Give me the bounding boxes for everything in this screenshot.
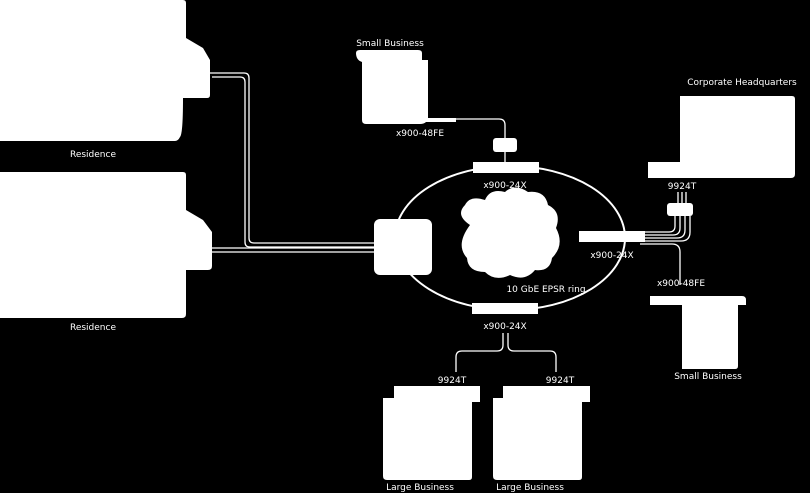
corp-links bbox=[677, 192, 687, 204]
aggregation-switch bbox=[374, 219, 432, 275]
cloud-icon bbox=[461, 187, 560, 278]
corporate-hq-label: Corporate Headquarters bbox=[687, 78, 797, 88]
large-business-left-label: Large Business bbox=[386, 483, 454, 493]
top-switch bbox=[473, 162, 539, 173]
large-business-right-label: Large Business bbox=[496, 483, 564, 493]
bottom-links bbox=[455, 333, 557, 372]
right-switch-links bbox=[640, 216, 691, 242]
residence-bottom-building bbox=[0, 172, 212, 318]
top-connector bbox=[493, 138, 517, 152]
residence-links bbox=[210, 72, 375, 253]
large-business-right-building bbox=[493, 386, 590, 480]
bottom-switch bbox=[472, 303, 538, 314]
residence-top-building bbox=[0, 0, 210, 141]
top-switch-label: x900-24X bbox=[483, 181, 526, 191]
residence-top-label: Residence bbox=[70, 150, 116, 160]
small-business-right-building bbox=[650, 296, 746, 369]
bottom-switch-label: x900-24X bbox=[483, 322, 526, 332]
t9924-corp-label: 9924T bbox=[668, 182, 697, 192]
right-switch-label: x900-24X bbox=[590, 251, 633, 261]
t9924-right-label: 9924T bbox=[546, 376, 575, 386]
t9924-left-label: 9924T bbox=[438, 376, 467, 386]
corporate-hq-building bbox=[648, 96, 795, 178]
small-business-top-label: Small Business bbox=[356, 39, 424, 49]
large-business-left-building bbox=[383, 386, 480, 480]
ring-label: 10 GbE EPSR ring bbox=[506, 285, 585, 295]
x900-48fe-top-label: x900-48FE bbox=[396, 129, 444, 139]
corp-connector bbox=[667, 203, 693, 216]
residence-bottom-label: Residence bbox=[70, 323, 116, 333]
small-business-right-label: Small Business bbox=[674, 372, 742, 382]
x900-48fe-right-label: x900-48FE bbox=[657, 279, 705, 289]
small-business-top-building bbox=[356, 50, 456, 124]
right-switch bbox=[579, 231, 645, 242]
